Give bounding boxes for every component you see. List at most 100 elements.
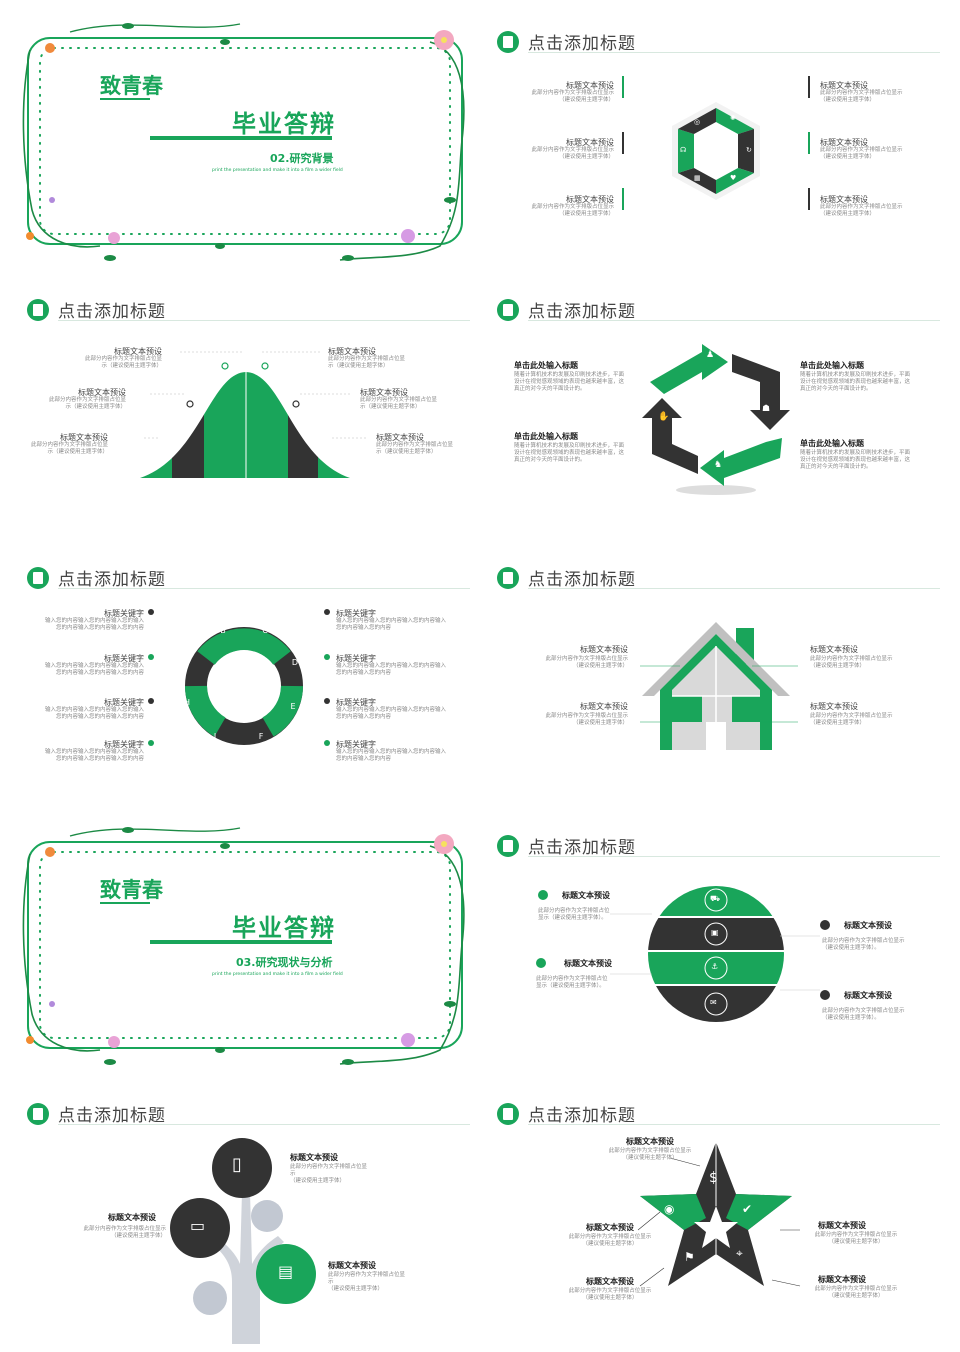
item-desc: 此部分内容作为文字排版占位显示 （建议使用主题字体） bbox=[568, 1288, 652, 1301]
item-desc: 此部分内容作为文字排版占位显 示（建议使用主题字体） bbox=[30, 442, 108, 455]
document-icon bbox=[497, 567, 519, 589]
slide-title[interactable]: 点击添加标题 bbox=[528, 1106, 636, 1126]
cover-title: 毕业答辩 bbox=[232, 110, 336, 138]
cover-subtitle: 03.研究现状与分析 bbox=[236, 956, 333, 969]
badge-icon bbox=[536, 958, 546, 968]
chain-ring-diagram bbox=[185, 627, 303, 745]
item-desc: 此部分内容作为文字排版占位显 示（建议使用主题字体） bbox=[328, 356, 406, 369]
slide-title[interactable]: 点击添加标题 bbox=[528, 302, 636, 322]
dollar-icon: $ bbox=[709, 1170, 718, 1186]
item-desc: 输入您的内容输入您的内容输入您的输入 您的内容输入您的内容输入您的内容 bbox=[44, 618, 144, 631]
item-title: 标题文本预设 bbox=[566, 138, 614, 147]
brand-logo: 致青春 bbox=[100, 73, 163, 98]
chain-letter: C bbox=[262, 626, 268, 635]
slide-title[interactable]: 点击添加标题 bbox=[58, 570, 166, 590]
document-icon bbox=[497, 31, 519, 53]
slide-title[interactable]: 点击添加标题 bbox=[58, 302, 166, 322]
item-desc: 随着计算机技术的发展及印刷技术进步，平面 设计在视觉感观领域的表现也越来越丰富，… bbox=[800, 372, 911, 392]
item-desc: 输入您的内容输入您的内容输入您的内容输入 您的内容输入您的内容 bbox=[336, 663, 447, 676]
bullet-dot bbox=[148, 698, 154, 704]
cover-tagline: print the presentation and make it into … bbox=[212, 168, 343, 173]
item-desc: 此部分内容作为文字排版占位 显示（建议使用主题字体）。 bbox=[536, 976, 608, 989]
item-title: 标题文本预设 bbox=[820, 81, 868, 90]
slide-arrow-cycle[interactable]: 点击添加标题 ♟ ☗ ♞ ✋ 单击此处输入标题 随着计算机技术的发展及印刷技术进… bbox=[480, 278, 950, 540]
tablet-icon: ▤ bbox=[278, 1262, 294, 1281]
item-title: 标题关键字 bbox=[104, 740, 144, 749]
item-desc: 此部分内容作为文字排版占位显 示（建议使用主题字体） bbox=[360, 397, 438, 410]
item-title: 标题文本预设 bbox=[810, 645, 858, 654]
slide-puzzle-star[interactable]: 点击添加标题 $ ◉ ✔ ⚑ ⌖ 标题文本预设 此部分内容作为文字排版占位显示 … bbox=[480, 1082, 950, 1344]
location-pin-icon: ⌖ bbox=[736, 1246, 743, 1260]
bullet-dot bbox=[324, 609, 330, 615]
item-title: 标题文本预设 bbox=[290, 1153, 338, 1162]
item-desc: 此部分内容作为文字排版占位显示 （建议使用主题字体） bbox=[531, 147, 614, 160]
slide-title[interactable]: 点击添加标题 bbox=[528, 34, 636, 54]
item-title: 标题关键字 bbox=[336, 740, 376, 749]
slide-puzzle-house[interactable]: 点击添加标题 标题文本预设 此部分内容作为文字排版占位显示 （建议使用主题字体）… bbox=[480, 546, 950, 808]
item-title: 标题文本预设 bbox=[60, 433, 108, 442]
chain-letter: H bbox=[183, 698, 190, 707]
title-divider bbox=[58, 588, 470, 589]
item-desc: 此部分内容作为文字排版占位 显示（建议使用主题字体）。 bbox=[538, 908, 610, 921]
thumbs-up-icon: ✔ bbox=[742, 1202, 753, 1216]
slide-cover-research-status[interactable]: 致青春 毕业答辩 03.研究现状与分析 print the presentati… bbox=[10, 814, 480, 1076]
chain-letter: J bbox=[213, 732, 217, 741]
document-icon bbox=[497, 299, 519, 321]
title-divider bbox=[528, 856, 940, 857]
item-desc: 此部分内容作为文字排版占位显示 （建议使用主题字体） bbox=[531, 204, 614, 217]
slide-title[interactable]: 点击添加标题 bbox=[528, 838, 636, 858]
item-desc: 此部分内容作为文字排版占位显示 （建议使用主题字体）。 bbox=[822, 1008, 905, 1021]
brand-logo: 致青春 bbox=[100, 877, 163, 902]
title-divider bbox=[528, 320, 940, 321]
bullet-dot bbox=[324, 740, 330, 746]
slide-chain-ring[interactable]: 点击添加标题 A B C D E F J H 标题关键字 输入您的内容输入您的内… bbox=[10, 546, 480, 808]
item-desc: 此部分内容作为文字排版占位显 示 （建议使用主题字体） bbox=[290, 1164, 368, 1184]
slide-hexagon[interactable]: 点击添加标题 ◎ ✺ ↻ ♥ ▦ ☊ 标题文本预设 此部分内容作为文字排版占位显… bbox=[480, 10, 950, 272]
striped-circle-diagram bbox=[610, 886, 820, 1022]
slide-bell-curve[interactable]: 点击添加标题 标题文本预设 此部分内容作为文字排版占位显 示（建议使用主题字体）… bbox=[10, 278, 480, 540]
item-title: 标题文本预设 bbox=[818, 1275, 866, 1284]
item-desc: 此部分内容作为文字排版占位显 示（建议使用主题字体） bbox=[48, 397, 126, 410]
title-divider bbox=[528, 1124, 940, 1125]
title-divider bbox=[58, 320, 470, 321]
vine-frame bbox=[22, 23, 465, 261]
tree-diagram bbox=[170, 1138, 316, 1344]
chain-letter: B bbox=[220, 626, 226, 635]
item-title: 标题文本预设 bbox=[626, 1137, 674, 1146]
slide-title[interactable]: 点击添加标题 bbox=[58, 1106, 166, 1126]
item-title: 标题文本预设 bbox=[580, 702, 628, 711]
item-desc: 此部分内容作为文字排版占位显示 （建议使用主题字体） bbox=[83, 1226, 166, 1239]
item-desc: 此部分内容作为文字排版占位显示 （建议使用主题字体） bbox=[814, 1286, 898, 1299]
item-desc: 输入您的内容输入您的内容输入您的输入 您的内容输入您的内容输入您的内容 bbox=[44, 707, 144, 720]
item-desc: 此部分内容作为文字排版占位显示 （建议使用主题字体） bbox=[608, 1148, 692, 1161]
brand-underline bbox=[100, 902, 150, 904]
item-desc: 输入您的内容输入您的内容输入您的内容输入 您的内容输入您的内容 bbox=[336, 618, 447, 631]
item-title: 标题文本预设 bbox=[108, 1213, 156, 1222]
worker-icon: ♞ bbox=[714, 460, 723, 470]
headset-icon: ☊ bbox=[680, 146, 687, 154]
badge-icon bbox=[820, 990, 830, 1000]
item-title: 标题文本预设 bbox=[818, 1221, 866, 1230]
item-desc: 此部分内容作为文字排版占位显示 （建议使用主题字体）。 bbox=[822, 938, 905, 951]
slide-tree[interactable]: 点击添加标题 ▯ ▭ ▤ 标题文本预设 此部分内容作为文字排版占位显 示 （建议… bbox=[10, 1082, 480, 1344]
item-title: 标题文本预设 bbox=[562, 891, 610, 900]
bullet-dot bbox=[324, 654, 330, 660]
slide-striped-circle[interactable]: 点击添加标题 ⛟ ▣ ⚓ ✉ 标题文本预设 此部分内容作为文字排版占位 显示（建… bbox=[480, 814, 950, 1076]
mail-icon: ✉ bbox=[710, 998, 717, 1007]
item-title: 单击此处输入标题 bbox=[800, 439, 864, 448]
slide-title[interactable]: 点击添加标题 bbox=[528, 570, 636, 590]
item-title: 标题文本预设 bbox=[566, 195, 614, 204]
item-title: 标题文本预设 bbox=[586, 1277, 634, 1286]
title-divider bbox=[528, 52, 940, 53]
item-title: 标题关键字 bbox=[104, 654, 144, 663]
item-title: 标题文本预设 bbox=[810, 702, 858, 711]
chain-letter: D bbox=[291, 658, 299, 667]
item-title: 标题文本预设 bbox=[328, 1261, 376, 1270]
flag-icon: ⚑ bbox=[684, 1250, 695, 1264]
item-desc: 此部分内容作为文字排版占位显 示（建议使用主题字体） bbox=[84, 356, 162, 369]
slide-cover-research-background[interactable]: 致青春 毕业答辩 02.研究背景 print the presentation … bbox=[10, 10, 480, 272]
item-title: 标题文本预设 bbox=[586, 1223, 634, 1232]
item-title: 标题文本预设 bbox=[580, 645, 628, 654]
item-title: 标题文本预设 bbox=[78, 388, 126, 397]
item-title: 单击此处输入标题 bbox=[514, 361, 578, 370]
